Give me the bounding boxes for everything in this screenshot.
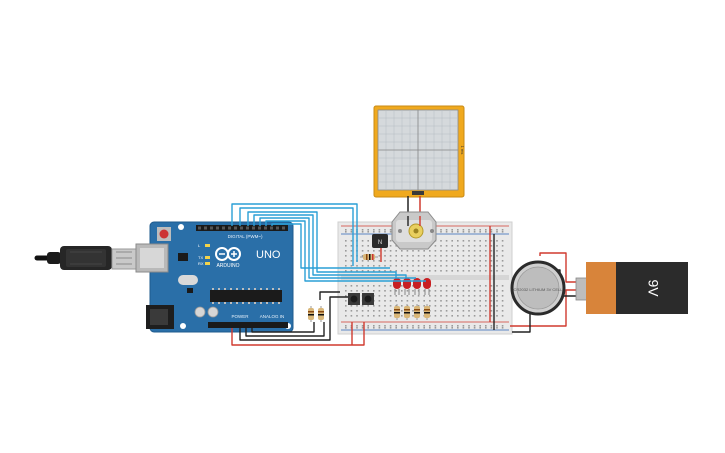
wires-black[interactable]: [239, 216, 576, 341]
resistor-led-4[interactable]: [424, 304, 430, 320]
tx-label: TX: [198, 255, 203, 260]
rx-label: RX: [198, 261, 204, 266]
arduino-maker-label: ARDUINO: [216, 263, 239, 269]
dc-motor[interactable]: [391, 196, 437, 250]
resistor-led-1[interactable]: [394, 304, 400, 320]
arduino-model-label: UNO: [256, 249, 281, 261]
resistor-button-2[interactable]: [318, 306, 324, 322]
wires-red[interactable]: [231, 216, 576, 346]
npn-transistor[interactable]: N: [372, 234, 388, 248]
analog-header-label: ANALOG IN: [260, 314, 285, 319]
resistor-led-3[interactable]: [414, 304, 420, 320]
battery-9v[interactable]: 9V: [575, 262, 688, 314]
push-button-1[interactable]: [348, 293, 360, 305]
wires-blue[interactable]: [231, 203, 426, 282]
power-header-label: POWER: [231, 314, 249, 319]
resistor-button-1[interactable]: [308, 306, 314, 322]
push-button-2[interactable]: [362, 293, 374, 305]
usb-cable[interactable]: [34, 246, 137, 270]
resistor-motor[interactable]: [360, 254, 378, 260]
scope-timebase-label: 1 ms: [460, 146, 465, 155]
coin-cell-label: CR2032 LITHIUM 3V CELL: [514, 287, 564, 292]
resistor-led-2[interactable]: [404, 304, 410, 320]
arduino-uno-board[interactable]: DIGITAL (PWM~) ARDUINO UNO TX RX L: [135, 221, 294, 333]
oscilloscope[interactable]: 1 ms: [373, 105, 465, 198]
battery-voltage-label: 9V: [645, 279, 661, 297]
l-led-label: L: [198, 243, 201, 248]
transistor-label: N: [378, 240, 382, 246]
digital-header-label: DIGITAL (PWM~): [228, 234, 263, 239]
arduino-logo-icon: [215, 247, 241, 261]
coin-cell-battery[interactable]: CR2032 LITHIUM 3V CELL: [510, 260, 566, 316]
